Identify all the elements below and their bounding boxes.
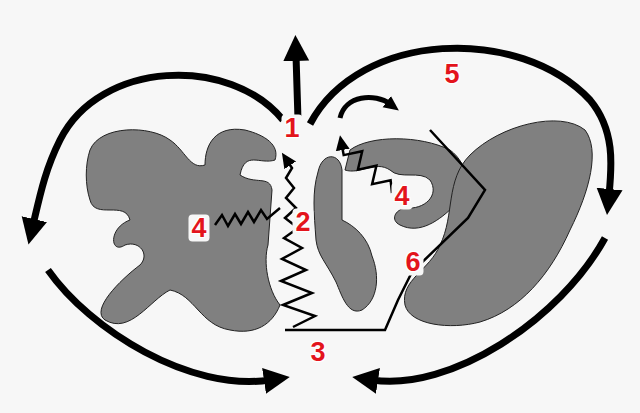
callout-number: 4 xyxy=(391,183,412,210)
channel-line xyxy=(285,130,485,330)
protein-domains xyxy=(86,121,592,331)
callout-number: 3 xyxy=(307,339,328,366)
flow-arrows xyxy=(33,48,611,381)
callout-number: 4 xyxy=(188,215,209,242)
callout-number: 6 xyxy=(402,249,423,276)
callout-number: 5 xyxy=(441,61,462,88)
callout-number: 2 xyxy=(292,209,313,236)
diffusion-zigzags xyxy=(215,146,392,327)
callout-number: 1 xyxy=(281,115,302,142)
